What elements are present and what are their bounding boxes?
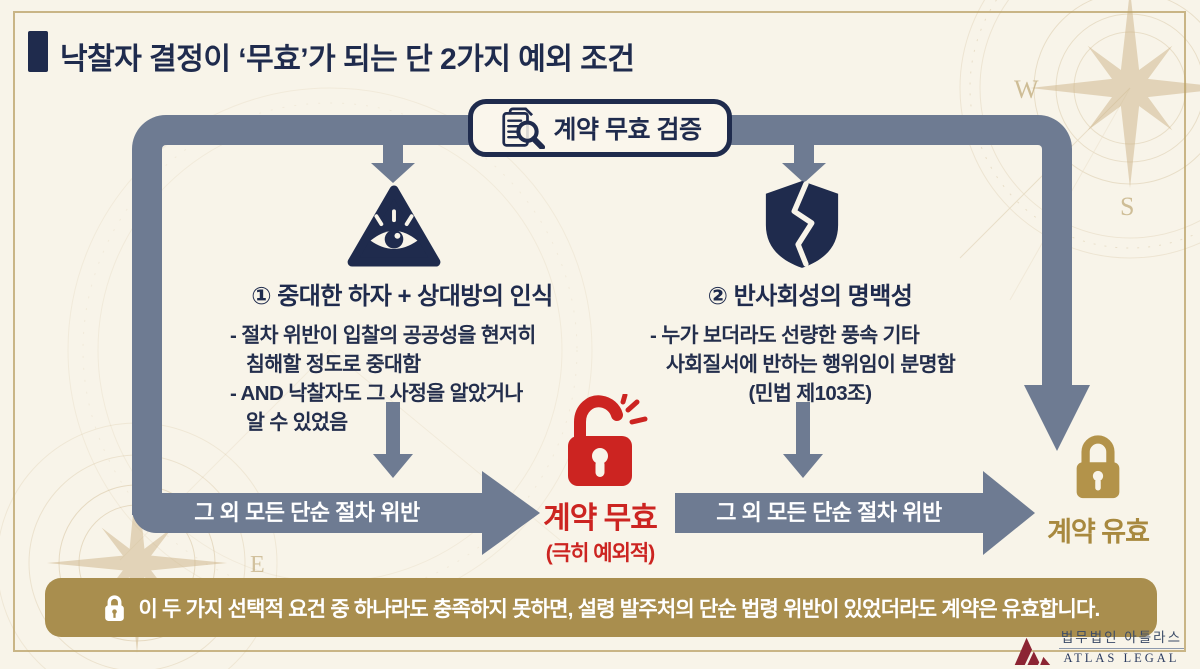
drop-arrow-branch1-head: [371, 163, 415, 186]
svg-text:E: E: [250, 552, 265, 578]
branch2-line: - 누가 보더라도 선량한 풍속 기타: [650, 324, 920, 347]
mid-arrow-branch1-stem: [386, 402, 400, 455]
branch2-bullets: - 누가 보더라도 선량한 풍속 기타 사회질서에 반하는 행위임이 분명함 (…: [626, 321, 994, 408]
document-magnifier-icon: [501, 107, 545, 149]
page-title: 낙찰자 결정이 ‘무효’가 되는 단 2가지 예외 조건: [60, 43, 635, 76]
valid-path-arrowhead: [1024, 385, 1090, 454]
conclusion-banner: 이 두 가지 선택적 요건 중 하나라도 충족하지 못하면, 설령 발주처의 단…: [45, 578, 1157, 637]
title-bullet-square: [28, 31, 48, 72]
mid-arrow-branch2-stem: [796, 402, 810, 455]
simple-violation-arrow-2: 그 외 모든 단순 절차 위반: [675, 493, 983, 533]
branch1-line: 알 수 있었음: [246, 411, 348, 434]
result-invalid-subtitle: (극히 예외적): [545, 542, 655, 565]
simple-violation-arrow-2-head: [983, 471, 1038, 555]
branch1-line: - AND 낙찰자도 그 사정을 알았거나: [230, 382, 523, 405]
firm-name-korean: 법무법인 아틀라스: [1060, 630, 1182, 645]
branch2-heading: ② 반사회성의 명백성: [707, 283, 913, 310]
drop-arrow-branch1-stem: [383, 143, 403, 164]
svg-text:S: S: [1120, 192, 1134, 221]
drop-arrow-branch2-head: [782, 163, 826, 186]
branch2-line: (민법 제103조): [748, 382, 873, 405]
svg-text:W: W: [1014, 75, 1039, 104]
drop-arrow-branch2-stem: [794, 143, 814, 164]
branch1-heading: ① 중대한 하자 + 상대방의 인식: [251, 283, 553, 310]
branch1-line: 침해할 정도로 중대함: [246, 353, 421, 376]
branch1-bullets: - 절차 위반이 입찰의 공공성을 현저히 침해할 정도로 중대함 - AND …: [212, 321, 592, 437]
mid-arrow-branch2-head: [783, 454, 823, 481]
result-invalid-title: 계약 무효: [543, 502, 658, 535]
branch2-block: ② 반사회성의 명백성 - 누가 보더라도 선량한 풍속 기타 사회질서에 반하…: [626, 276, 994, 408]
result-valid-title: 계약 유효: [1047, 517, 1150, 547]
branch2-line: 사회질서에 반하는 행위임이 분명함: [666, 353, 956, 376]
warning-eye-triangle-icon: [347, 185, 441, 267]
verification-badge: 계약 무효 검증: [468, 99, 732, 157]
conclusion-banner-text: 이 두 가지 선택적 요건 중 하나라도 충족하지 못하면, 설령 발주처의 단…: [138, 597, 1100, 621]
branch1-line: - 절차 위반이 입찰의 공공성을 현저히: [230, 324, 536, 347]
firm-logo: 법무법인 아틀라스 ATLAS LEGAL: [1012, 626, 1184, 666]
closed-lock-icon: [1076, 435, 1120, 499]
simple-violation-arrow-1-head: [482, 471, 543, 555]
firm-name-english: ATLAS LEGAL: [1058, 648, 1184, 666]
result-contract-valid: 계약 유효: [1033, 428, 1163, 549]
verification-badge-label: 계약 무효 검증: [553, 116, 702, 144]
firm-name-block: 법무법인 아틀라스 ATLAS LEGAL: [1058, 626, 1184, 666]
open-broken-lock-icon: [568, 392, 648, 486]
mid-arrow-branch1-head: [373, 454, 413, 481]
cracked-shield-icon: [765, 181, 839, 268]
atlas-mountain-logo: [1014, 637, 1051, 666]
simple-violation-arrow-1: 그 외 모든 단순 절차 위반: [132, 493, 482, 533]
result-contract-invalid: 계약 무효 (극히 예외적): [518, 392, 682, 567]
lock-icon: [105, 595, 125, 621]
branch1-block: ① 중대한 하자 + 상대방의 인식 - 절차 위반이 입찰의 공공성을 현저히…: [212, 276, 592, 437]
